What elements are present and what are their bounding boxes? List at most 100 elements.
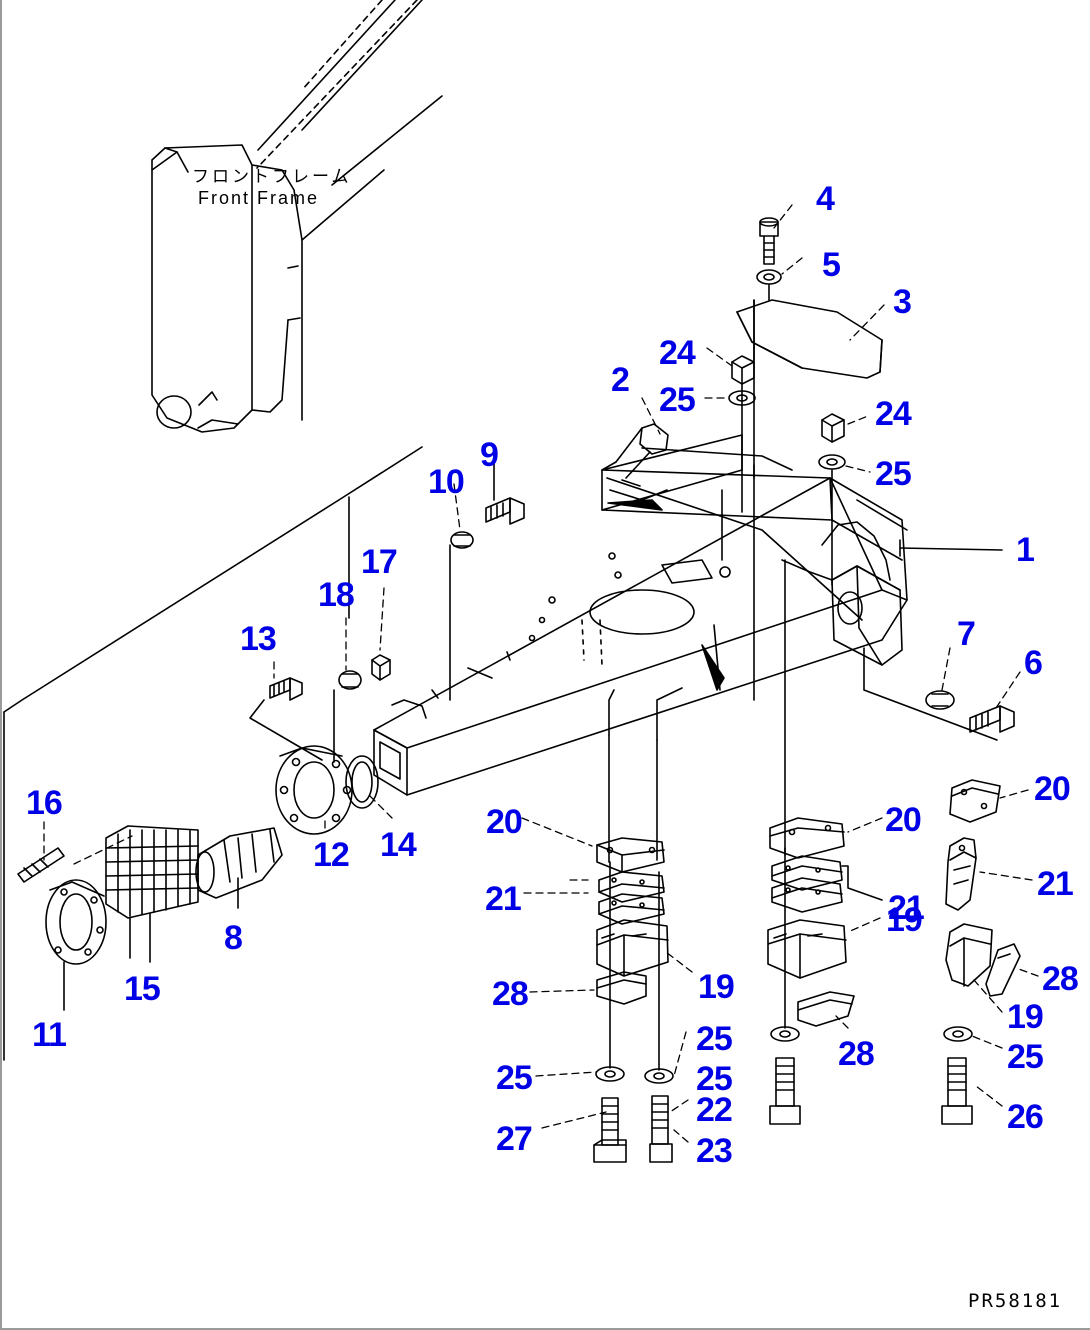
- callout-number-8[interactable]: 8: [224, 919, 243, 957]
- leader-1: [899, 547, 1003, 551]
- part-25-washer-b: [818, 454, 846, 470]
- callout-number-19[interactable]: 19: [1007, 998, 1044, 1036]
- leader-16-path: [73, 835, 133, 865]
- frame-section-lines: [256, 0, 418, 169]
- part-6-bolt: [969, 705, 1015, 733]
- callout-number-4[interactable]: 4: [816, 180, 835, 218]
- callout-number-3[interactable]: 3: [893, 283, 912, 321]
- callout-number-19[interactable]: 19: [886, 901, 923, 939]
- assembly-right-column: [941, 779, 1021, 1125]
- callout-number-12[interactable]: 12: [313, 836, 350, 874]
- callout-number-16[interactable]: 16: [26, 784, 63, 822]
- callout-number-5[interactable]: 5: [822, 246, 841, 284]
- callout-number-25[interactable]: 25: [1007, 1038, 1044, 1076]
- part-18-washer: [338, 670, 362, 690]
- leader-25b: [845, 465, 871, 473]
- part-9-bolt: [485, 497, 525, 525]
- callout-number-28[interactable]: 28: [1042, 960, 1079, 998]
- callout-number-17[interactable]: 17: [361, 543, 398, 581]
- leader-hitch-bottom: [863, 647, 998, 741]
- callout-number-14[interactable]: 14: [380, 826, 417, 864]
- leader-14: [369, 795, 393, 819]
- callout-number-24[interactable]: 24: [875, 395, 912, 433]
- leader-28a: [529, 989, 595, 993]
- leader-19c: [973, 979, 1003, 1013]
- leader-6: [995, 671, 1021, 709]
- leader-21c: [979, 871, 1033, 881]
- part-13-bolt: [269, 677, 303, 701]
- callout-number-13[interactable]: 13: [240, 620, 277, 658]
- leader-20b: [847, 817, 883, 833]
- leader-7: [941, 647, 951, 691]
- callout-number-28[interactable]: 28: [838, 1035, 875, 1073]
- leader-10: [453, 483, 461, 531]
- leader-20c: [999, 789, 1029, 799]
- front-frame-label-jp: フロントフレーム: [192, 167, 352, 187]
- leader-17: [379, 587, 385, 651]
- callout-number-20[interactable]: 20: [885, 801, 922, 839]
- leader-3: [849, 304, 885, 341]
- callout-number-25[interactable]: 25: [659, 381, 696, 419]
- ground-plane-edge: [3, 446, 423, 713]
- part-3-cover: [736, 284, 883, 379]
- leader-2: [641, 397, 661, 435]
- callout-number-28[interactable]: 28: [492, 975, 529, 1013]
- callout-number-11[interactable]: 11: [32, 1016, 67, 1054]
- front-frame-outline: [151, 144, 303, 433]
- callout-number-24[interactable]: 24: [659, 334, 696, 372]
- leader-19b: [847, 917, 881, 933]
- part-10-washer: [450, 531, 474, 549]
- callout-number-21[interactable]: 21: [1037, 865, 1074, 903]
- callout-number-26[interactable]: 26: [1007, 1098, 1044, 1136]
- drawing-code: PR58181: [968, 1290, 1063, 1312]
- part-4-bolt: [759, 217, 779, 265]
- callout-number-22[interactable]: 22: [696, 1091, 733, 1129]
- callout-number-6[interactable]: 6: [1024, 644, 1043, 682]
- part-11-cap: [45, 879, 107, 965]
- callout-number-25[interactable]: 25: [496, 1059, 533, 1097]
- front-frame-label-en: Front Frame: [198, 188, 320, 208]
- callout-number-9[interactable]: 9: [480, 436, 499, 474]
- part-7-washer: [925, 690, 955, 710]
- part-16-pin: [17, 847, 65, 883]
- leader-24a: [706, 347, 733, 367]
- leader-28c: [1015, 967, 1039, 977]
- leader-13-path: [249, 699, 323, 761]
- leader-4: [773, 204, 793, 229]
- callout-number-1[interactable]: 1: [1016, 531, 1035, 569]
- callout-number-27[interactable]: 27: [496, 1120, 533, 1158]
- leader-20a: [521, 817, 593, 847]
- part-15-coupling: [105, 825, 199, 919]
- leader-27: [541, 1111, 607, 1129]
- leader-21b: [841, 865, 883, 901]
- assembly-guide-lines: [608, 299, 786, 863]
- callout-number-19[interactable]: 19: [698, 968, 735, 1006]
- callout-number-20[interactable]: 20: [486, 803, 523, 841]
- leader-23: [673, 1129, 689, 1143]
- callout-number-2[interactable]: 2: [611, 361, 630, 399]
- callout-number-25[interactable]: 25: [696, 1060, 733, 1098]
- callout-number-21[interactable]: 21: [485, 880, 522, 918]
- assembly-left-column: [593, 837, 674, 1163]
- part-8-shaft: [195, 827, 283, 899]
- callout-number-18[interactable]: 18: [318, 576, 355, 614]
- leader-22: [669, 1099, 689, 1113]
- part-24-nut-a: [731, 355, 755, 385]
- part-17-nut: [371, 654, 391, 681]
- callout-number-10[interactable]: 10: [428, 463, 465, 501]
- callout-number-20[interactable]: 20: [1034, 770, 1071, 808]
- callout-number-15[interactable]: 15: [124, 970, 161, 1008]
- leader-25f2: [971, 1035, 1003, 1049]
- callout-number-25[interactable]: 25: [696, 1020, 733, 1058]
- leader-24b: [847, 415, 869, 425]
- callout-number-23[interactable]: 23: [696, 1132, 733, 1170]
- part-14-seal: [345, 755, 379, 809]
- callout-number-7[interactable]: 7: [957, 615, 976, 653]
- callout-number-25[interactable]: 25: [875, 455, 912, 493]
- callout-number-21[interactable]: 21: [888, 889, 925, 927]
- frame-diagonal-lines: [257, 0, 443, 241]
- leader-5: [781, 257, 803, 275]
- part-5-washer: [756, 269, 782, 285]
